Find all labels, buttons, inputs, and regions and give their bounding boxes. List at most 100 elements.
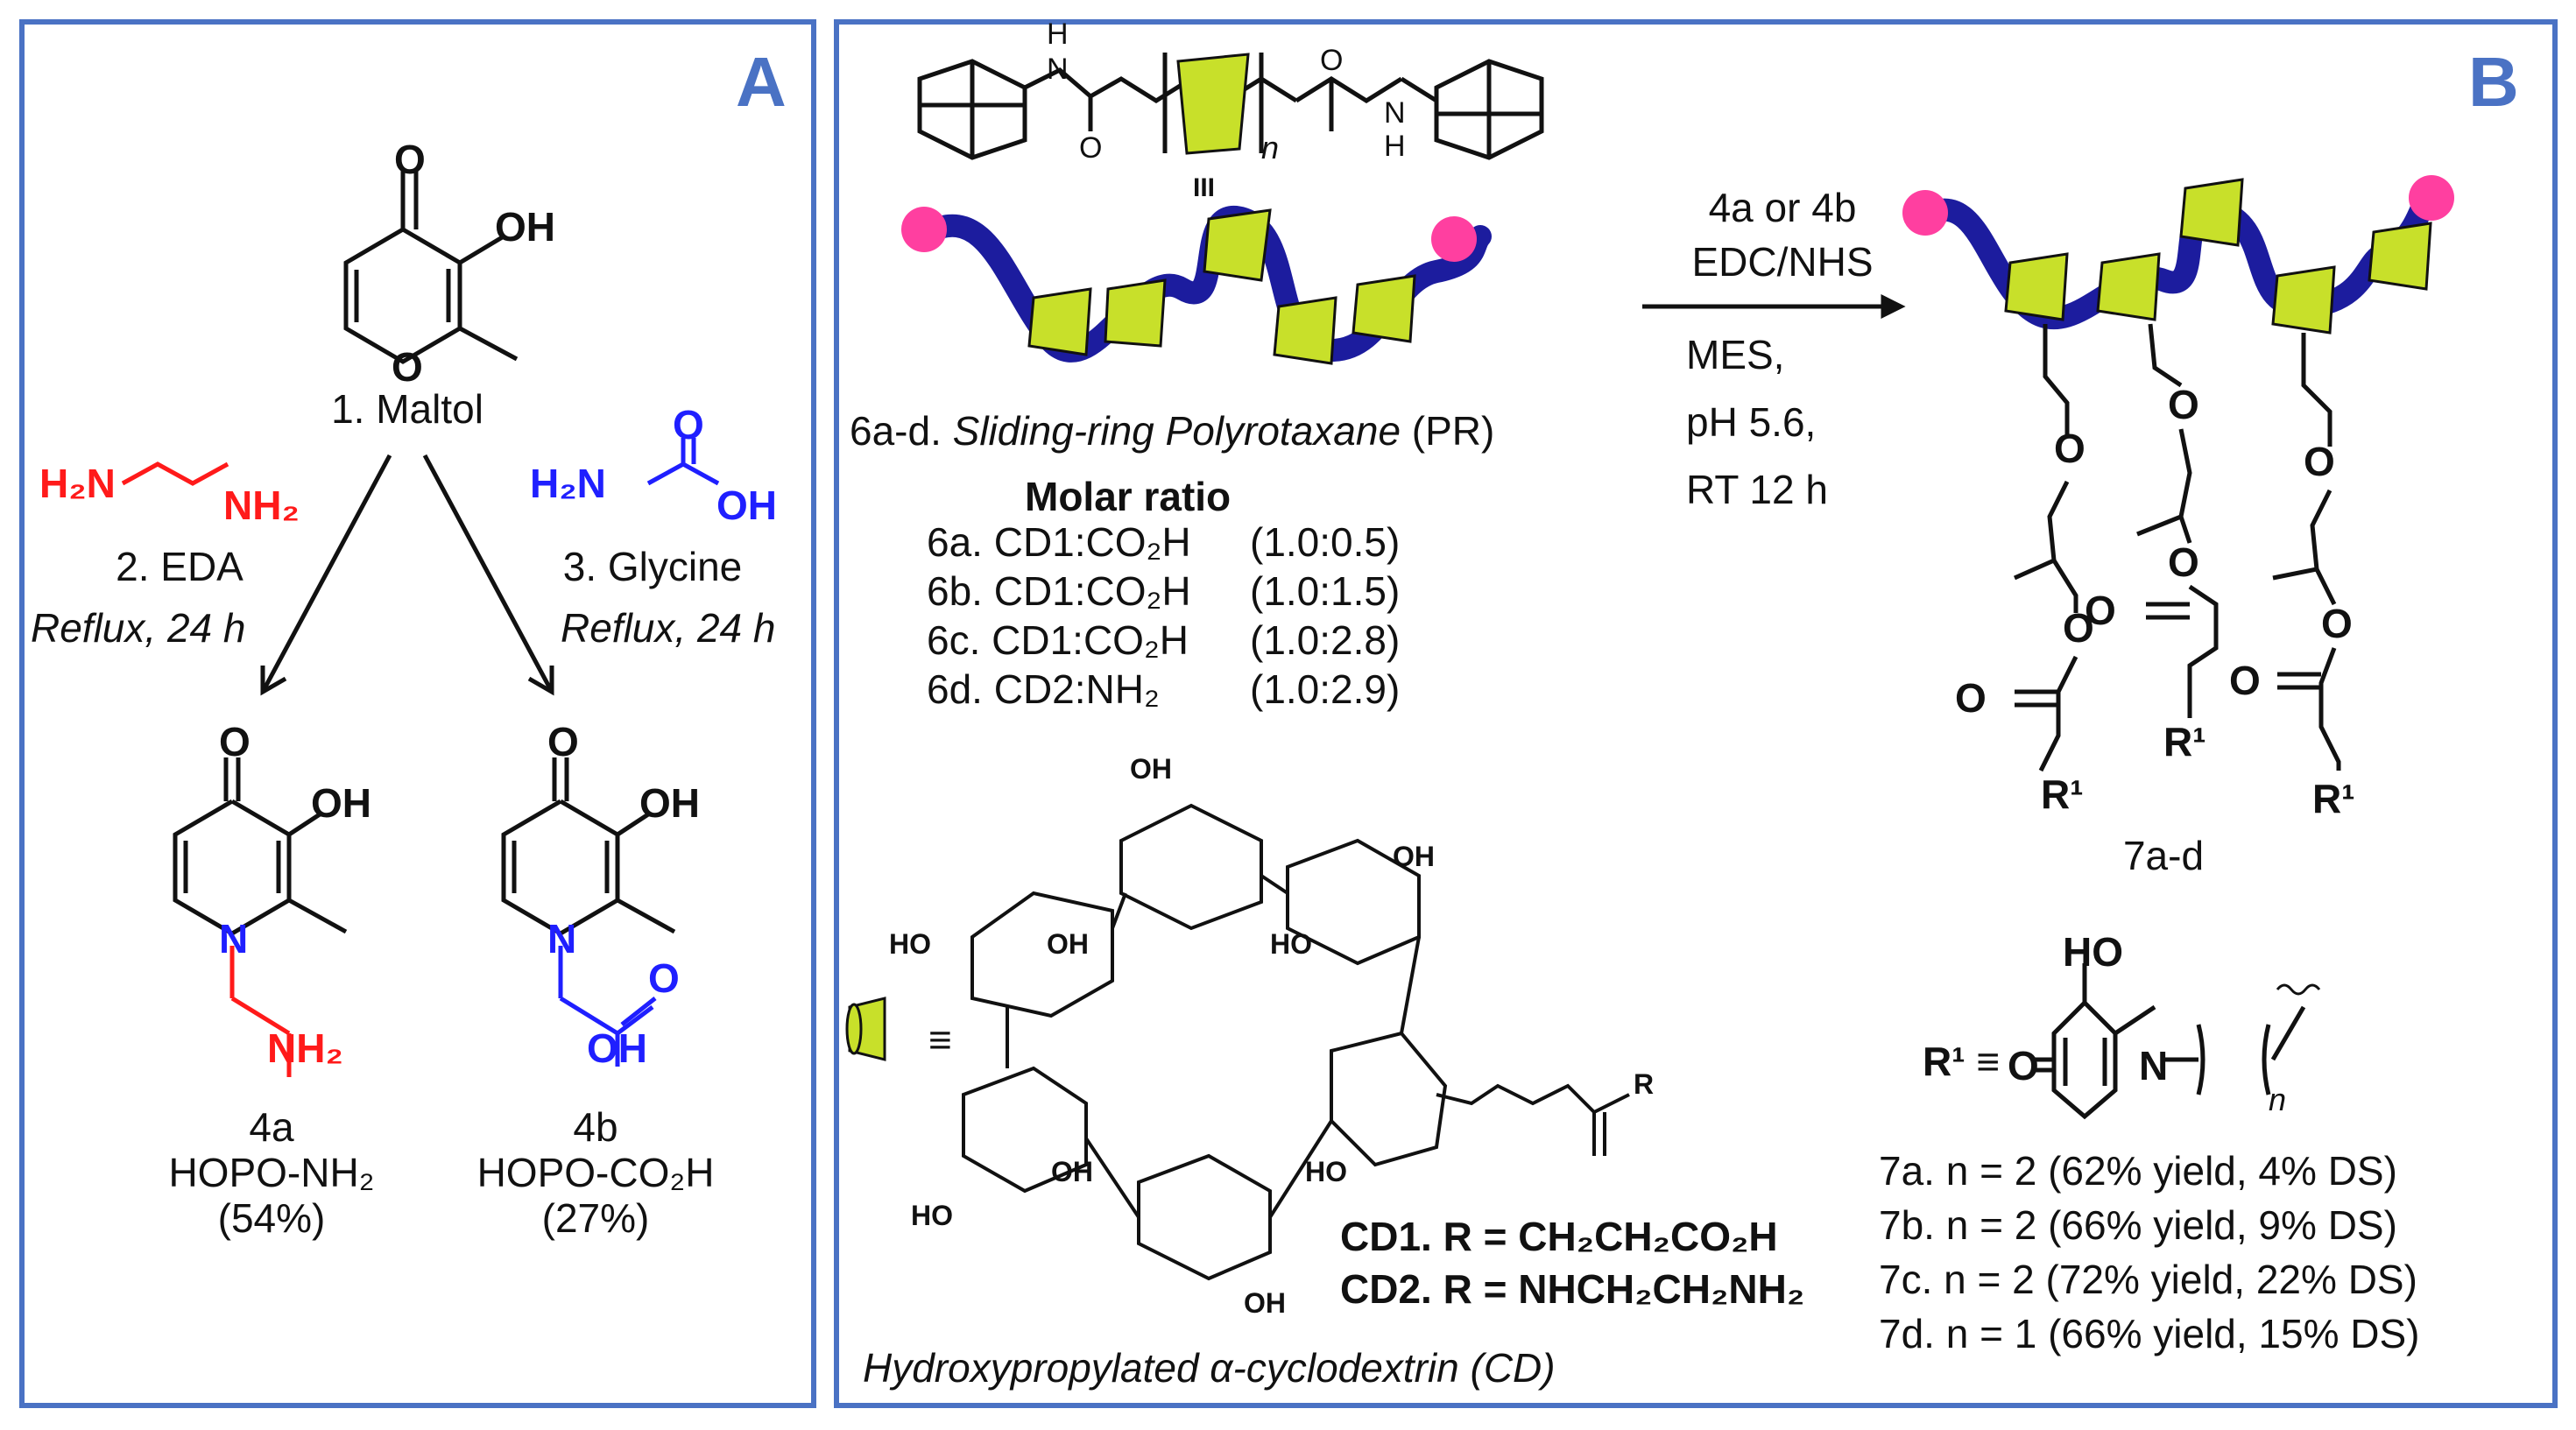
product-4a-name: HOPO-NH₂: [168, 1150, 375, 1195]
glycine-skeleton: [646, 438, 720, 486]
hopo-4b-o2-label: O: [648, 955, 680, 1001]
cd-oh-4: OH: [1051, 1156, 1093, 1187]
product-4a-id: 4a: [249, 1104, 294, 1150]
ratio-row-3-value: (1.0:2.9): [1250, 666, 1401, 712]
chain1-o2: O: [2063, 605, 2094, 651]
cd-caption: Hydroxypropylated α-cyclodextrin (CD): [863, 1345, 1556, 1391]
maltol-o-label: O: [394, 137, 426, 182]
panel-b: [834, 19, 2558, 1408]
hopo-4b-o-label: O: [547, 719, 579, 764]
pr-title-suffix: (PR): [1401, 408, 1495, 454]
reaction-arrows-a: [260, 454, 554, 696]
adamantane-right: [1434, 59, 1544, 160]
maltol-structure: [343, 171, 519, 364]
ratio-row-2-label: 6c. CD1:CO₂H: [927, 617, 1189, 663]
pr-title: 6a-d. Sliding-ring Polyrotaxane (PR): [850, 407, 1494, 454]
r1-def-n-sub: n: [2269, 1081, 2287, 1117]
product-4a-yield: (54%): [217, 1195, 326, 1241]
pendant-chains: [2013, 323, 2341, 772]
chain1-o1: O: [2054, 426, 2086, 471]
chain3-o1: O: [2304, 439, 2335, 484]
cyclodextrin-ring: [962, 803, 1630, 1281]
r1-def-o: O: [2008, 1043, 2039, 1088]
hopo-4b-oh2-label: OH: [587, 1025, 647, 1071]
chain2-r1: R¹: [2163, 719, 2206, 764]
cd2-definition: CD2. R = NHCH₂CH₂NH₂: [1340, 1266, 1805, 1312]
chain3-o2: O: [2321, 601, 2353, 646]
glycine-oh-label: OH: [716, 483, 777, 528]
stopper-h-left: H: [1047, 18, 1069, 51]
ratio-row-3-label: 6d. CD2:NH₂: [927, 666, 1160, 712]
hopo-4b-n-label: N: [547, 916, 577, 962]
hopo-4a-n-label: N: [219, 916, 249, 962]
condition-below-1: pH 5.6,: [1686, 399, 1817, 445]
stopper-n-subscript: n: [1261, 130, 1280, 166]
pr-title-italic: Sliding-ring Polyrotaxane: [952, 408, 1401, 454]
r1-def-ho: HO: [2063, 929, 2123, 975]
stopper-o-left: O: [1079, 131, 1103, 165]
product-cartoon: [1902, 175, 2454, 335]
condition-below-0: MES,: [1686, 332, 1785, 377]
acetic-chain: [558, 946, 657, 1067]
maltol-ring-o-label: O: [392, 344, 423, 390]
panel-b-letter: B: [2468, 43, 2519, 121]
maltol-label: 1. Maltol: [331, 386, 483, 432]
cd1-definition: CD1. R = CH₂CH₂CO₂H: [1340, 1214, 1778, 1259]
glycine-o-label: O: [673, 402, 704, 447]
cd-equiv: ≡: [928, 1017, 952, 1062]
glycine-h2n-label: H₂N: [530, 461, 606, 506]
chain2-o2: O: [2168, 539, 2199, 585]
cd-oh-2: OH: [1393, 841, 1435, 872]
cd-ring-icon: [845, 997, 886, 1061]
hopo-4a-nh2-label: NH₂: [267, 1025, 343, 1071]
stopper-n-right: N: [1384, 96, 1406, 130]
eda-label: 2. EDA: [116, 544, 243, 589]
equiv-symbol: III: [1193, 173, 1216, 202]
ratio-row-1-value: (1.0:1.5): [1250, 568, 1401, 614]
ratio-row-1-label: 6b. CD1:CO₂H: [927, 568, 1191, 614]
hopo-4a-o-label: O: [219, 719, 251, 764]
product-4b-yield: (27%): [541, 1195, 650, 1241]
cd-oh-5: OH: [1244, 1287, 1286, 1319]
result-7d: 7d. n = 1 (66% yield, 15% DS): [1879, 1311, 2420, 1356]
hopo-4a-structure: [173, 757, 348, 936]
chain3-r1: R¹: [2312, 776, 2355, 821]
cd-ho-3: HO: [1305, 1156, 1347, 1187]
glycine-label: 3. Glycine: [562, 544, 743, 589]
cd-oh-1: OH: [1130, 753, 1172, 785]
cd-oh-3: OH: [1047, 928, 1089, 960]
hopo-4b-oh-label: OH: [639, 780, 700, 826]
r1-def-n: N: [2139, 1043, 2169, 1088]
result-7b: 7b. n = 2 (66% yield, 9% DS): [1879, 1202, 2397, 1248]
hopo-4b-structure: [501, 757, 676, 936]
stopper-ring-icon: [1176, 53, 1250, 155]
chain1-r1: R¹: [2041, 771, 2084, 817]
stopper-h-right: H: [1384, 130, 1406, 163]
r1-structure: [2032, 963, 2321, 1120]
reaction-arrow-b: [1642, 293, 1906, 320]
product-4b-name: HOPO-CO₂H: [476, 1150, 715, 1195]
stopper-o-right: O: [1320, 44, 1344, 77]
polyrotaxane-cartoon: [901, 206, 1492, 365]
reflux-right: Reflux, 24 h: [561, 605, 776, 651]
product-label: 7a-d: [2122, 833, 2205, 878]
maltol-oh-label: OH: [495, 204, 555, 250]
ratio-row-2-value: (1.0:2.8): [1250, 617, 1401, 663]
product-4b-id: 4b: [573, 1104, 618, 1150]
panel-a-letter: A: [736, 43, 787, 121]
condition-above-0: 4a or 4b: [1708, 185, 1857, 230]
cd-r-label: R: [1634, 1068, 1655, 1100]
eda-h2n-label: H₂N: [39, 461, 116, 506]
adamantane-left: [917, 59, 1027, 160]
result-7c: 7c. n = 2 (72% yield, 22% DS): [1879, 1257, 2417, 1302]
condition-above-1: EDC/NHS: [1691, 239, 1874, 285]
ethylamine-chain: [229, 946, 292, 1077]
r1-def-prefix: R¹ ≡: [1923, 1039, 2001, 1084]
ratio-row-0-value: (1.0:0.5): [1250, 519, 1401, 565]
pr-title-prefix: 6a-d.: [850, 408, 953, 454]
cd-ho-1: HO: [889, 928, 931, 960]
eda-nh2-label: NH₂: [223, 483, 300, 528]
molar-ratio-title: Molar ratio: [1025, 474, 1232, 519]
